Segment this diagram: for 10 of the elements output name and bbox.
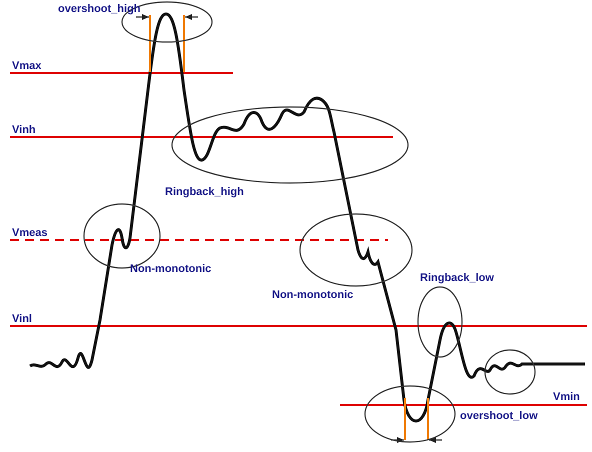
level-label: Vmax [12, 60, 42, 73]
callout-label: Non-monotonic [130, 263, 212, 276]
level-label: Vinh [12, 124, 36, 137]
callout-label: Non-monotonic [272, 289, 354, 302]
callout-label: Ringback_high [165, 186, 244, 199]
level-label: Vmeas [12, 227, 48, 240]
callout-label: Ringback_low [420, 272, 494, 285]
callout-label: overshoot_low [460, 410, 538, 423]
level-label: Vinl [12, 313, 32, 326]
level-label: Vmin [553, 391, 580, 404]
